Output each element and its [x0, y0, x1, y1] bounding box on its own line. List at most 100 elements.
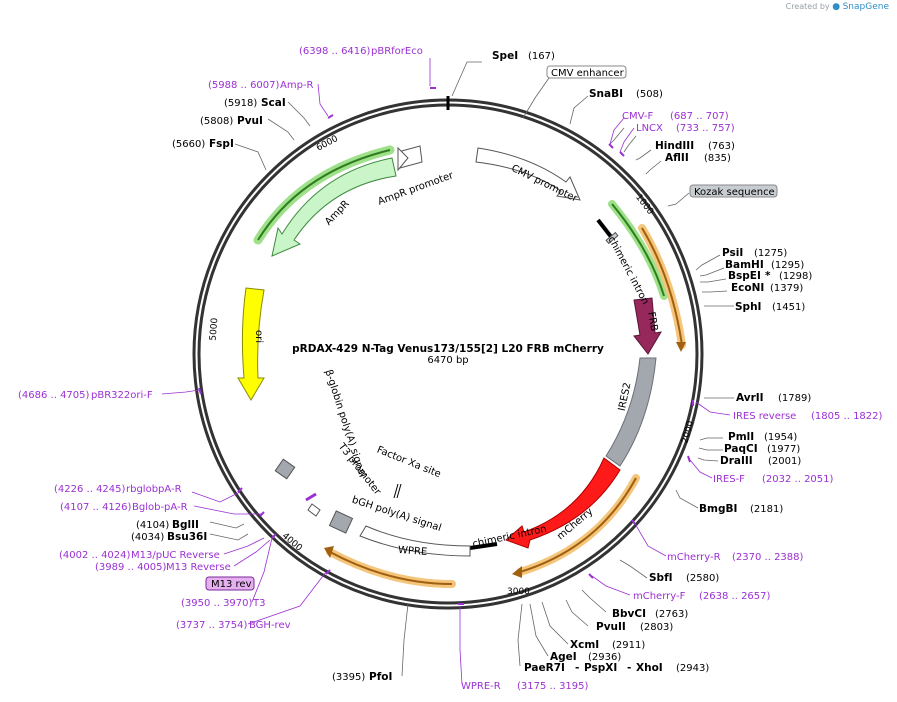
site-bspei: BspEI [728, 270, 761, 282]
site-sphi: SphI [735, 301, 761, 313]
feature-frb [633, 297, 662, 355]
site-xcmi-pos: (2911) [612, 640, 645, 651]
primer-ires-f-pos: (2032 .. 2051) [762, 474, 834, 485]
primer-bglob-pa-r-pos: (4107 .. 4126) [60, 502, 132, 513]
feature-orange-line-2 [519, 477, 637, 573]
site-pvui: PvuI [237, 115, 263, 127]
feature-label-frb: FRB [645, 311, 659, 332]
site-psii-pos: (1275) [754, 248, 787, 259]
plasmid-length: 6470 bp [427, 355, 468, 366]
site-psii: PsiI [722, 247, 743, 259]
feature-label-kozak: Kozak sequence [694, 187, 775, 198]
site-bspei-pos: (1298) [779, 271, 812, 282]
primer-wpre-r: WPRE-R [461, 681, 501, 692]
primer-bgh-rev: BGH-rev [249, 620, 291, 631]
site-bspei-star: * [765, 270, 771, 282]
feature-ires2 [605, 357, 657, 467]
feature-ori [237, 287, 265, 401]
site-sbfi: SbfI [649, 572, 673, 584]
site-xcmi: XcmI [570, 639, 599, 651]
primer-pbr322ori-f-pos: (4686 .. 4705) [18, 390, 90, 401]
primer-mcherry-r-pos: (2370 .. 2388) [732, 552, 804, 563]
primer-wpre-r-pos: (3175 .. 3195) [517, 681, 589, 692]
site-sep-1: - [575, 662, 579, 674]
feature-layer [237, 145, 686, 588]
site-snabi: SnaBI [589, 88, 623, 100]
feature-bglobin-box [274, 458, 296, 480]
primer-t3: T3 [252, 598, 265, 609]
feature-label-bglobin: β-globin poly(A) signal [322, 368, 367, 478]
primer-ires-f: IRES-F [713, 474, 745, 485]
site-bsu36i-pos: (4034) [131, 532, 164, 543]
snapgene-logo-icon: ● [832, 2, 841, 12]
primer-leader-lines [161, 58, 731, 685]
site-pspxi: PspXI [584, 662, 617, 674]
site-bmgbi: BmgBI [699, 503, 737, 515]
primer-lncx: LNCX [636, 123, 663, 134]
primer-pbr322ori-f: pBR322ori-F [91, 390, 153, 401]
site-sphi-pos: (1451) [772, 302, 805, 313]
feature-label-factor-xa: Factor Xa site [375, 445, 442, 481]
created-by-text: Created by [785, 2, 830, 11]
site-pvuii: PvuII [596, 621, 626, 633]
site-hindiii-pos: (763) [708, 141, 735, 152]
feature-orange-line-1 [641, 227, 683, 346]
primer-mcherry-r: mCherry-R [667, 552, 721, 563]
site-bamhi: BamHI [725, 259, 764, 271]
feature-chimeric-intron-2 [469, 542, 498, 550]
cmv-enhancer-box [546, 65, 627, 79]
site-paqci-pos: (1977) [767, 444, 800, 455]
tick-label-3000: 3000 [507, 587, 530, 597]
site-pfoi: PfoI [369, 671, 392, 683]
site-paer7i: PaeR7I [524, 662, 565, 674]
feature-chimeric-intron-1 [596, 218, 614, 240]
feature-cmv-promoter [475, 147, 581, 201]
site-hindiii: HindIII [655, 140, 694, 152]
site-draiii: DraIII [720, 455, 753, 467]
primer-pbrforeco-pos: (6398 .. 6416) [299, 46, 371, 57]
site-xhoi-pos: (2943) [676, 663, 709, 674]
plasmid-name: pRDAX-429 N-Tag Venus173/155[2] L20 FRB … [292, 343, 604, 355]
primer-m13-puc: M13/pUC Reverse [131, 550, 220, 561]
feature-chimeric-intron-1b [605, 231, 619, 245]
primer-t3-pos: (3950 .. 3970) [181, 598, 253, 609]
feature-ampr-line [257, 149, 391, 241]
site-scai: ScaI [261, 97, 286, 109]
site-labels: SpeI (167) SnaBI (508) HindIII (763) Afl… [131, 50, 812, 683]
site-scai-pos: (5918) [224, 98, 257, 109]
site-bmgbi-pos: (2181) [750, 504, 783, 515]
primer-amp-r: Amp-R [280, 80, 314, 91]
feature-t3-promoter [307, 503, 321, 517]
snapgene-product-name: SnapGene [842, 2, 889, 12]
primer-pbrforeco: pBRforEco [371, 46, 423, 57]
site-avrii: AvrII [736, 392, 764, 404]
site-bbvci-pos: (2763) [655, 609, 688, 620]
site-bbvci: BbvCI [612, 608, 646, 620]
primer-bglob-pa-r: Bglob-pA-R [132, 502, 188, 513]
feature-label-m13-rev: M13 rev [211, 579, 252, 590]
primer-rbglobpa-r: rbglobpA-R [126, 484, 182, 495]
site-aflii: AflII [665, 152, 689, 164]
primer-cmv-f: CMV-F [622, 111, 653, 122]
feature-orange-arc-3 [326, 548, 456, 588]
feature-label-wpre: WPRE [398, 545, 428, 558]
site-econi: EcoNI [731, 282, 764, 294]
site-pvui-pos: (5808) [200, 116, 233, 127]
site-draiii-pos: (2001) [768, 456, 801, 467]
feature-label-cmv-enhancer: CMV enhancer [551, 68, 625, 79]
site-pmli: PmlI [728, 431, 754, 443]
site-sep-2: - [627, 662, 631, 674]
feature-orange-head-2 [512, 566, 522, 578]
primer-amp-r-pos: (5988 .. 6007) [208, 80, 280, 91]
site-paqci: PaqCI [724, 443, 758, 455]
primer-cmv-f-pos: (687 .. 707) [670, 111, 729, 122]
site-pvuii-pos: (2803) [640, 622, 673, 633]
primer-mcherry-f-pos: (2638 .. 2657) [699, 591, 771, 602]
site-bglii: BglII [172, 519, 199, 531]
primer-lncx-pos: (733 .. 757) [676, 123, 735, 134]
plasmid-backbone [192, 96, 704, 610]
feature-label-ori: ori [253, 330, 264, 343]
site-bamhi-pos: (1295) [771, 260, 804, 271]
m13-rev-box [205, 576, 255, 591]
